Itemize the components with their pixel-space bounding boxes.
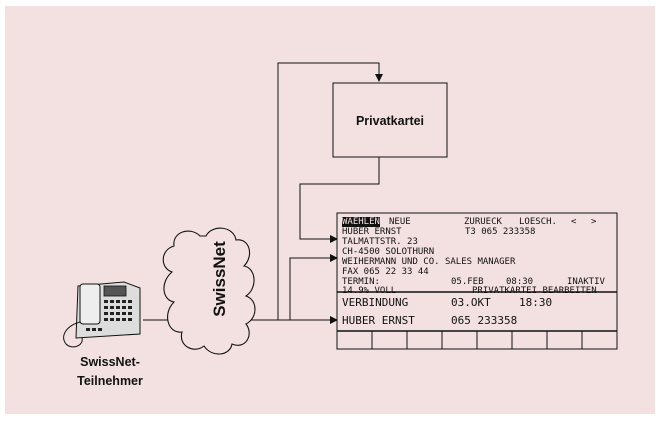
call-row-1-time: 18:30: [519, 296, 553, 309]
phone-display: WAEHLEN NEUE ZURUECK LOESCH. < > HUBER E…: [339, 215, 615, 345]
record-line-name: HUBER ERNST: [342, 227, 402, 237]
call-row-1-date: 03.OKT: [451, 296, 491, 309]
storage-fill: 14.9% VOLL: [342, 286, 397, 296]
connector-branch-mid: [289, 254, 338, 320]
call-row-1-label: VERBINDUNG: [342, 296, 409, 309]
connector-to-privatkartei: [277, 62, 383, 320]
termin-date: 05.FEB: [451, 277, 484, 287]
teilnehmer-label: SwissNet- Teilnehmer: [60, 353, 160, 391]
record-line-fax: FAX 065 22 33 44: [342, 267, 429, 277]
privatkartei-label: Privatkartei: [355, 114, 425, 128]
termin-status: INAKTIV: [567, 277, 605, 287]
menu-zurueck[interactable]: ZURUECK: [464, 217, 502, 227]
record-phone: T3 065 233358: [465, 227, 536, 237]
connector-privatkartei-to-display: [299, 157, 380, 243]
swissnet-cloud: [162, 227, 256, 355]
menu-next[interactable]: >: [591, 217, 597, 227]
record-line-city: CH-4500 SOLOTHURN: [342, 247, 435, 257]
menu-neue[interactable]: NEUE: [389, 217, 411, 227]
menu-loesch[interactable]: LOESCH.: [519, 217, 557, 227]
record-line-termin: TERMIN:: [342, 277, 380, 287]
telephone-icon: [63, 281, 141, 348]
swissnet-label: SwissNet: [210, 241, 229, 317]
termin-time: 08:30: [506, 277, 534, 287]
record-line-street: TALMATTSTR. 23: [342, 237, 418, 247]
context-title: PRIVATKARTEI BEARBEITEN: [472, 286, 597, 296]
record-line-company: WEIHERMANN UND CO. SALES MANAGER: [342, 257, 516, 267]
menu-waehlen[interactable]: WAEHLEN: [342, 217, 380, 227]
teilnehmer-label-line-2: Teilnehmer: [77, 374, 143, 388]
call-row-2-number: 065 233358: [451, 314, 518, 327]
menu-prev[interactable]: <: [571, 217, 577, 227]
teilnehmer-label-line-1: SwissNet-: [80, 355, 140, 369]
privatkartei-box: [332, 82, 448, 158]
call-row-2-label: HUBER ERNST: [342, 314, 415, 327]
softkey-row: [371, 331, 583, 349]
